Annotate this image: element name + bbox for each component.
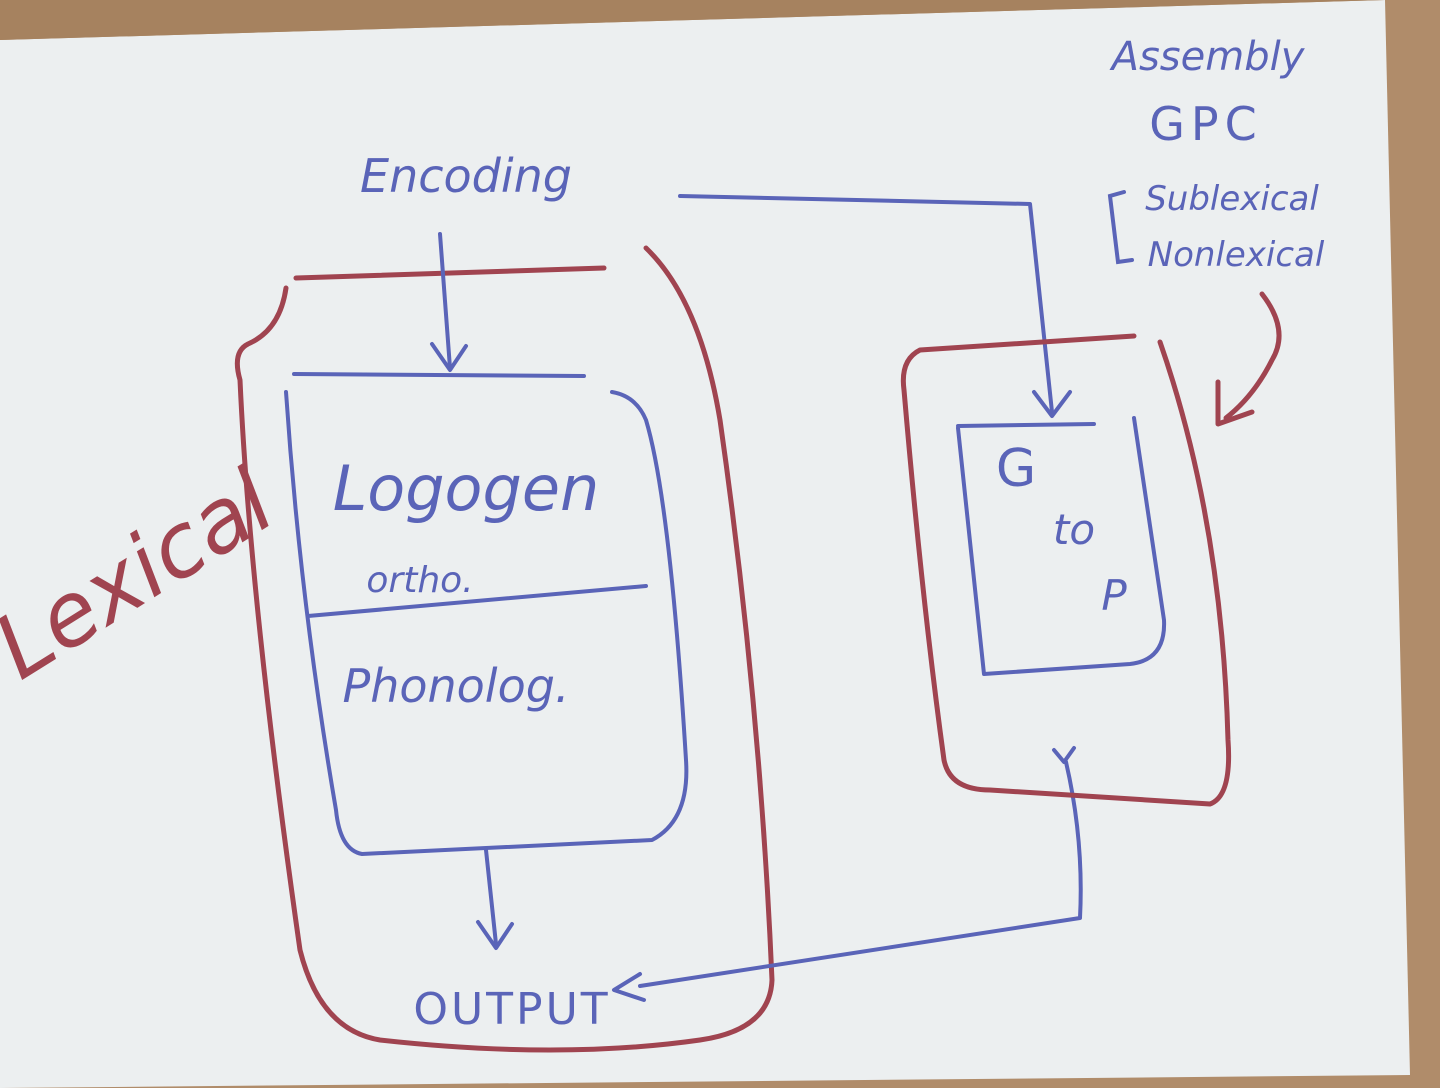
output-arrow-shaft [484,848,498,946]
note-assembly: Assembly [1109,34,1306,80]
output-arrow-head-right [612,972,646,1002]
note-sublexical: Sublexical [1145,179,1319,219]
sublexical-boundary [900,333,1232,807]
annotation-arrow-head [1215,379,1255,427]
gpc-to-label: to [1053,505,1095,554]
lexical-boundary [234,245,775,1053]
gpc-to-output-line [638,760,1083,988]
gpc-p-label: P [1101,571,1127,620]
paper-top-shadow [0,0,1440,40]
logogen-label: Logogen [333,452,600,525]
encoding-label: Encoding [360,149,572,203]
lexical-top-bar [293,265,607,281]
encoding-arrow-head [430,342,468,372]
phonology-label: Phonolog. [342,659,569,713]
output-label: OUTPUT [413,984,610,1035]
gpc-g-label: G [996,439,1036,499]
annotation-arrow-shaft [1223,291,1282,421]
lexicon-box [284,390,689,856]
note-nonlexical: Nonlexical [1148,235,1325,275]
gpc-box [956,416,1167,676]
gpc-input-arrow-head [1032,390,1072,418]
notes-bracket [1107,190,1134,265]
encoding-arrow-shaft [438,232,452,370]
note-gpc: GPC [1149,97,1263,151]
output-arrow-head [476,920,514,950]
ortho-label: ortho. [366,560,473,601]
paper-sheet [0,0,1410,1088]
lexicon-top-line [292,372,586,378]
lexicon-divider [306,584,648,618]
